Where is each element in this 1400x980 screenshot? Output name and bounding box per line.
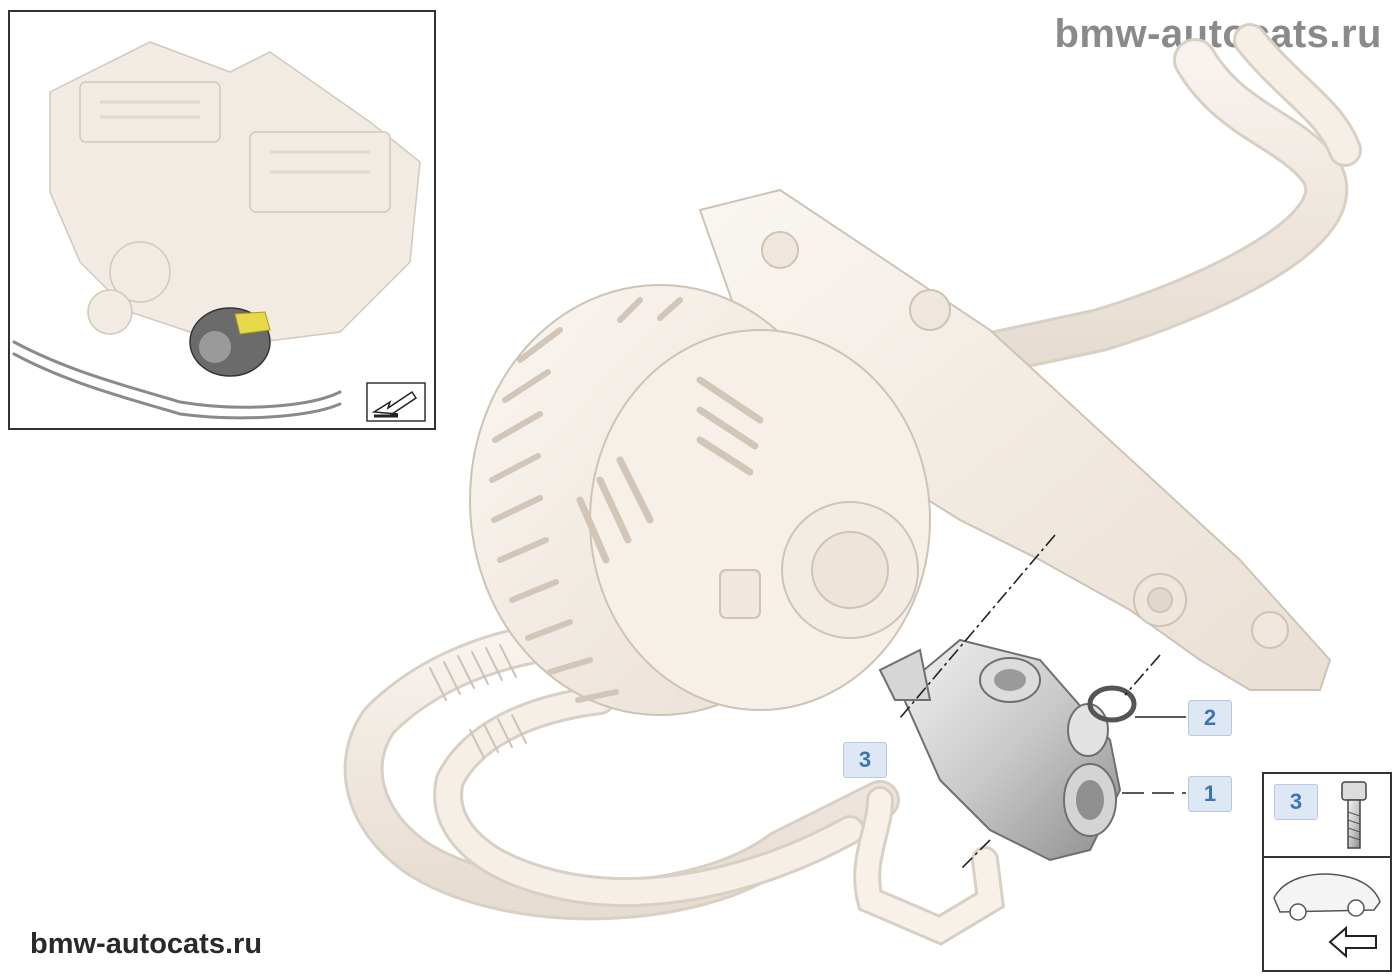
overview-inset [8, 10, 436, 430]
watermark-bottom: bmw-autocats.ru [30, 928, 263, 960]
coolant-pipe-upper [938, 23, 1362, 382]
callout-3[interactable]: 3 [843, 742, 887, 778]
watermark-top: bmw-autocats.ru [1054, 12, 1382, 56]
legend-part-number: 3 [1274, 784, 1318, 820]
leader-lines [899, 534, 1186, 871]
highlighted-part-icon [189, 307, 271, 377]
engine-overview-icon [12, 41, 421, 420]
legend-box: 3 [1262, 772, 1392, 972]
callout-2[interactable]: 2 [1188, 700, 1232, 736]
arrow-icon [366, 382, 426, 422]
coolant-pipe-lower [343, 620, 900, 921]
alternator-bracket [698, 188, 1332, 691]
arrow-icon [1328, 925, 1377, 959]
part-1-housing [878, 638, 1122, 862]
callout-1[interactable]: 1 [1188, 776, 1232, 812]
alternator [469, 284, 931, 716]
legend-divider [1264, 856, 1390, 858]
part-2-o-ring [1087, 685, 1137, 723]
return-hose [853, 786, 1006, 946]
screw-icon [1341, 781, 1367, 849]
car-location-icon [1273, 873, 1381, 959]
